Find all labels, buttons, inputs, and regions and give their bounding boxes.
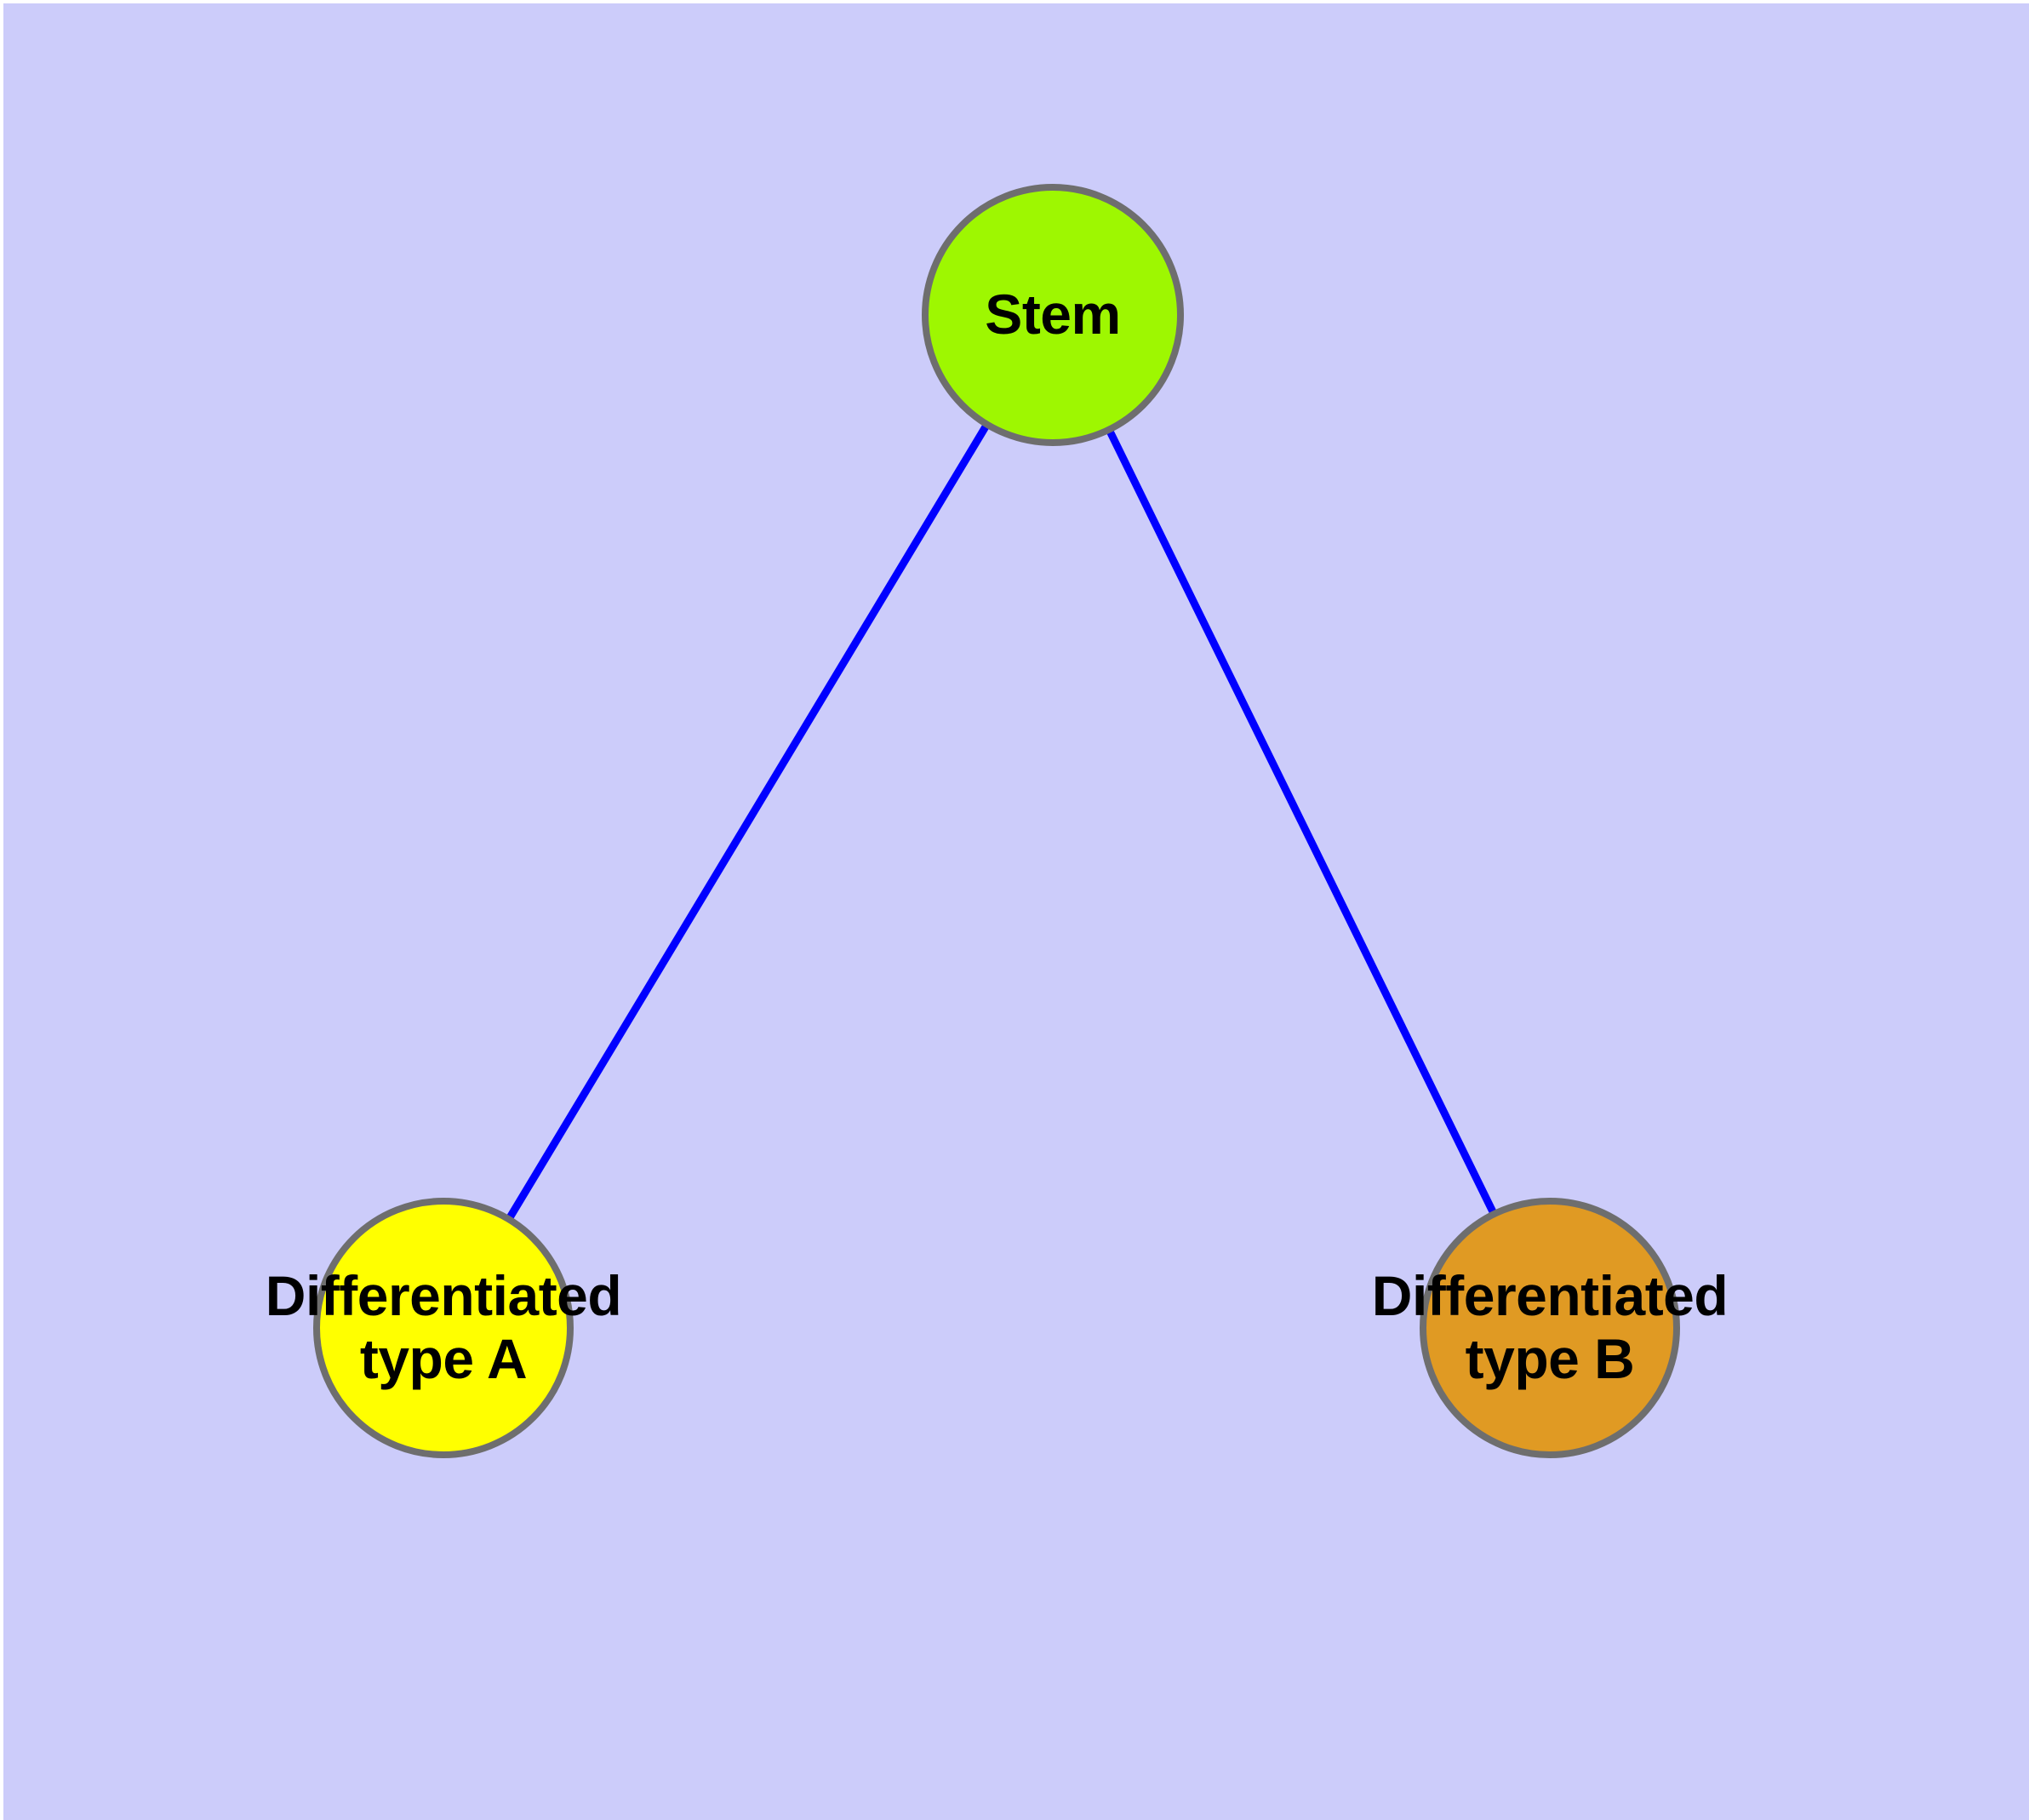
graph-node-diff_b[interactable] — [1420, 1198, 1680, 1458]
edge-stem-diff-a[interactable] — [506, 423, 990, 1220]
edge-stem-diff-b[interactable] — [1106, 429, 1497, 1215]
edges-group — [506, 423, 1497, 1220]
graph-node-diff_a[interactable] — [313, 1198, 574, 1458]
graph-node-stem[interactable] — [922, 184, 1184, 446]
nodes-group — [313, 184, 1680, 1458]
